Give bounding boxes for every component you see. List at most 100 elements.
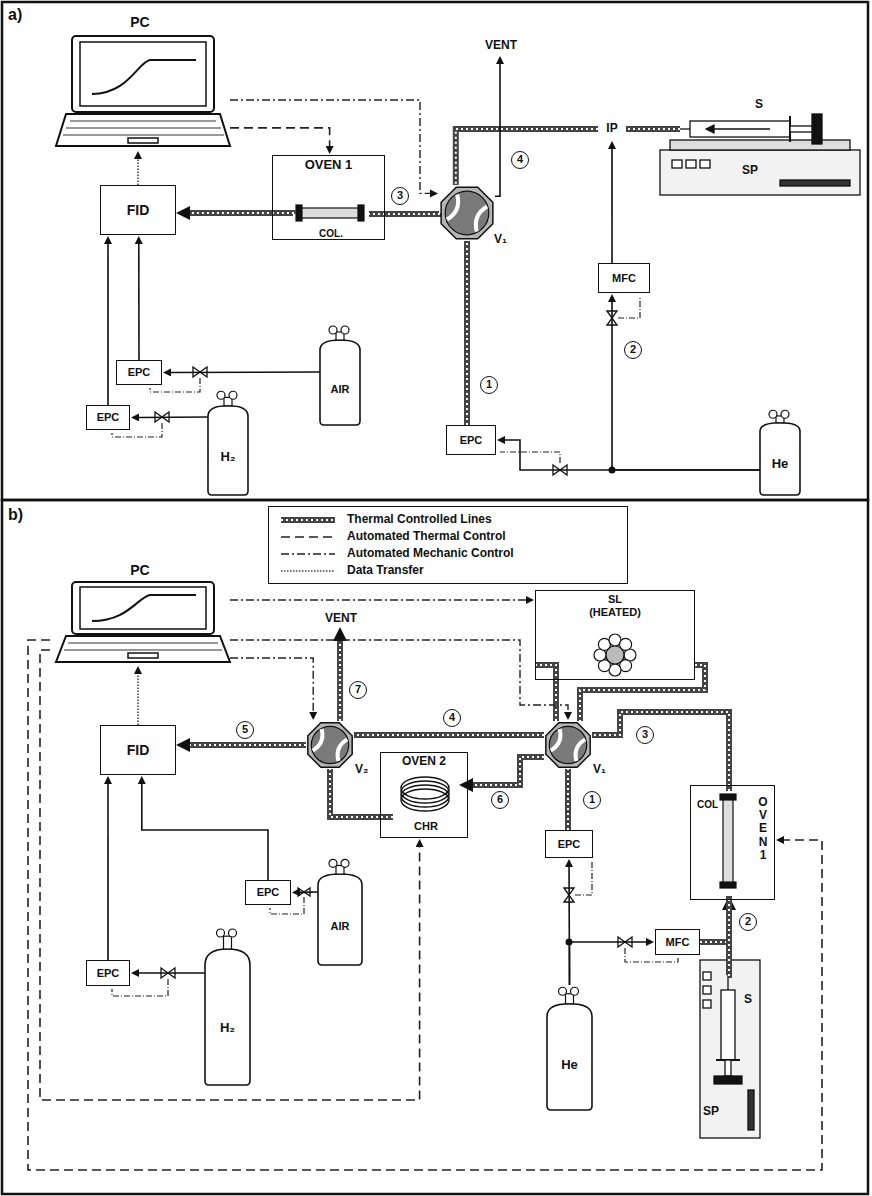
pressure-gauge [571,987,579,995]
column-tube [720,882,736,888]
pressure-gauge [341,326,349,334]
connector [456,129,598,185]
capillary-coil [401,789,449,811]
connector [612,149,613,263]
valve-body [308,723,352,767]
panel-letter: a) [8,6,22,24]
syringe: S [680,100,830,144]
connector [138,674,139,725]
legend-row: Thermal Controlled Lines [279,511,617,528]
syringe-pump: SPS [650,92,862,200]
connector [354,734,544,735]
thermal-line [535,665,556,721]
thermal-control-line [40,650,420,1100]
sample-loop-wheel [594,634,636,676]
connector [230,658,313,712]
connector [139,973,205,974]
legend-line [281,553,335,554]
connector [473,757,544,785]
node-label: He [561,1058,578,1073]
node-label: (HEATED) [589,606,641,619]
thermal-line [456,129,598,185]
injection-port: IP [598,118,626,140]
pressure-controller: EPC [545,830,593,858]
capillary-coil [401,777,449,811]
column-tube [720,794,736,800]
data-line [137,674,139,725]
valve-channel [447,194,458,219]
thermal-line [190,742,306,748]
valve-body [441,187,493,239]
node-label: V₂ [354,763,369,777]
connector [230,599,526,600]
control-link [270,897,304,914]
syringe-drawing [812,114,822,144]
connector [580,665,705,721]
syringe-pump-body [686,160,696,168]
callout-number: 4 [511,151,529,169]
valve-channel [576,739,586,761]
syringe-drawing [721,990,735,1060]
node-label: FID [127,742,150,758]
sample-loop: SL(HEATED) [535,590,695,680]
syringe-pump-body [700,960,760,1138]
syringe-drawing [714,128,770,129]
node-label: He [772,457,789,472]
gas-cylinder: He [547,985,592,1110]
syringe-drawing [706,125,714,133]
connector [142,784,268,880]
connector [139,416,208,417]
cylinder-outline [320,325,360,425]
oven: OVEN 2CHR [380,752,468,838]
node-label: VENT [325,612,357,626]
gas-line [107,244,109,405]
thermal-line-hatch [626,128,680,130]
node-label: AIR [331,920,350,933]
valve-rotor [311,726,348,763]
mechanic-control-line [230,658,313,712]
laptop-symbol [128,653,158,658]
node-label: OVEN 1 [305,158,353,173]
gas-line [611,149,613,263]
syringe-drawing [714,975,742,1084]
syringe-pump-body [780,180,850,186]
node-label: COL. [319,228,343,240]
syringe-pump: SPS [695,955,765,1140]
pressure-gauge [329,326,337,334]
node-label: EPC [558,838,581,851]
connector [369,213,439,215]
callout-number: 1 [583,791,601,809]
thermal-line-hatch [190,744,306,746]
connector [230,128,330,146]
syringe-pump-body [660,150,860,195]
vent-outlet: VENT [316,611,366,627]
control-link [112,979,168,996]
connector [340,641,341,721]
mass-flow-controller: MFC [598,263,650,293]
legend-sample [279,531,337,543]
cylinder-body [320,340,360,425]
pressure-gauge [229,391,237,399]
gas-line [570,942,647,985]
valve-rotor [445,191,489,235]
node-label: COL [697,799,718,811]
syringe-drawing [790,126,814,132]
syringe-pump-body [748,1090,754,1130]
syringe-drawing [690,121,790,137]
cylinder-outline [547,985,592,1110]
thermal-line [369,210,439,217]
cylinder-body [208,406,248,495]
pressure-gauge [329,859,337,867]
callout-number: 7 [349,681,367,699]
syringe-pump-body [700,960,760,1138]
node-label: V₁ [592,763,607,777]
column-tube [358,205,364,221]
legend-text: Data Transfer [347,564,424,578]
connector [190,745,306,746]
node-label: EPC [460,434,483,447]
cylinder-outline [318,858,362,965]
